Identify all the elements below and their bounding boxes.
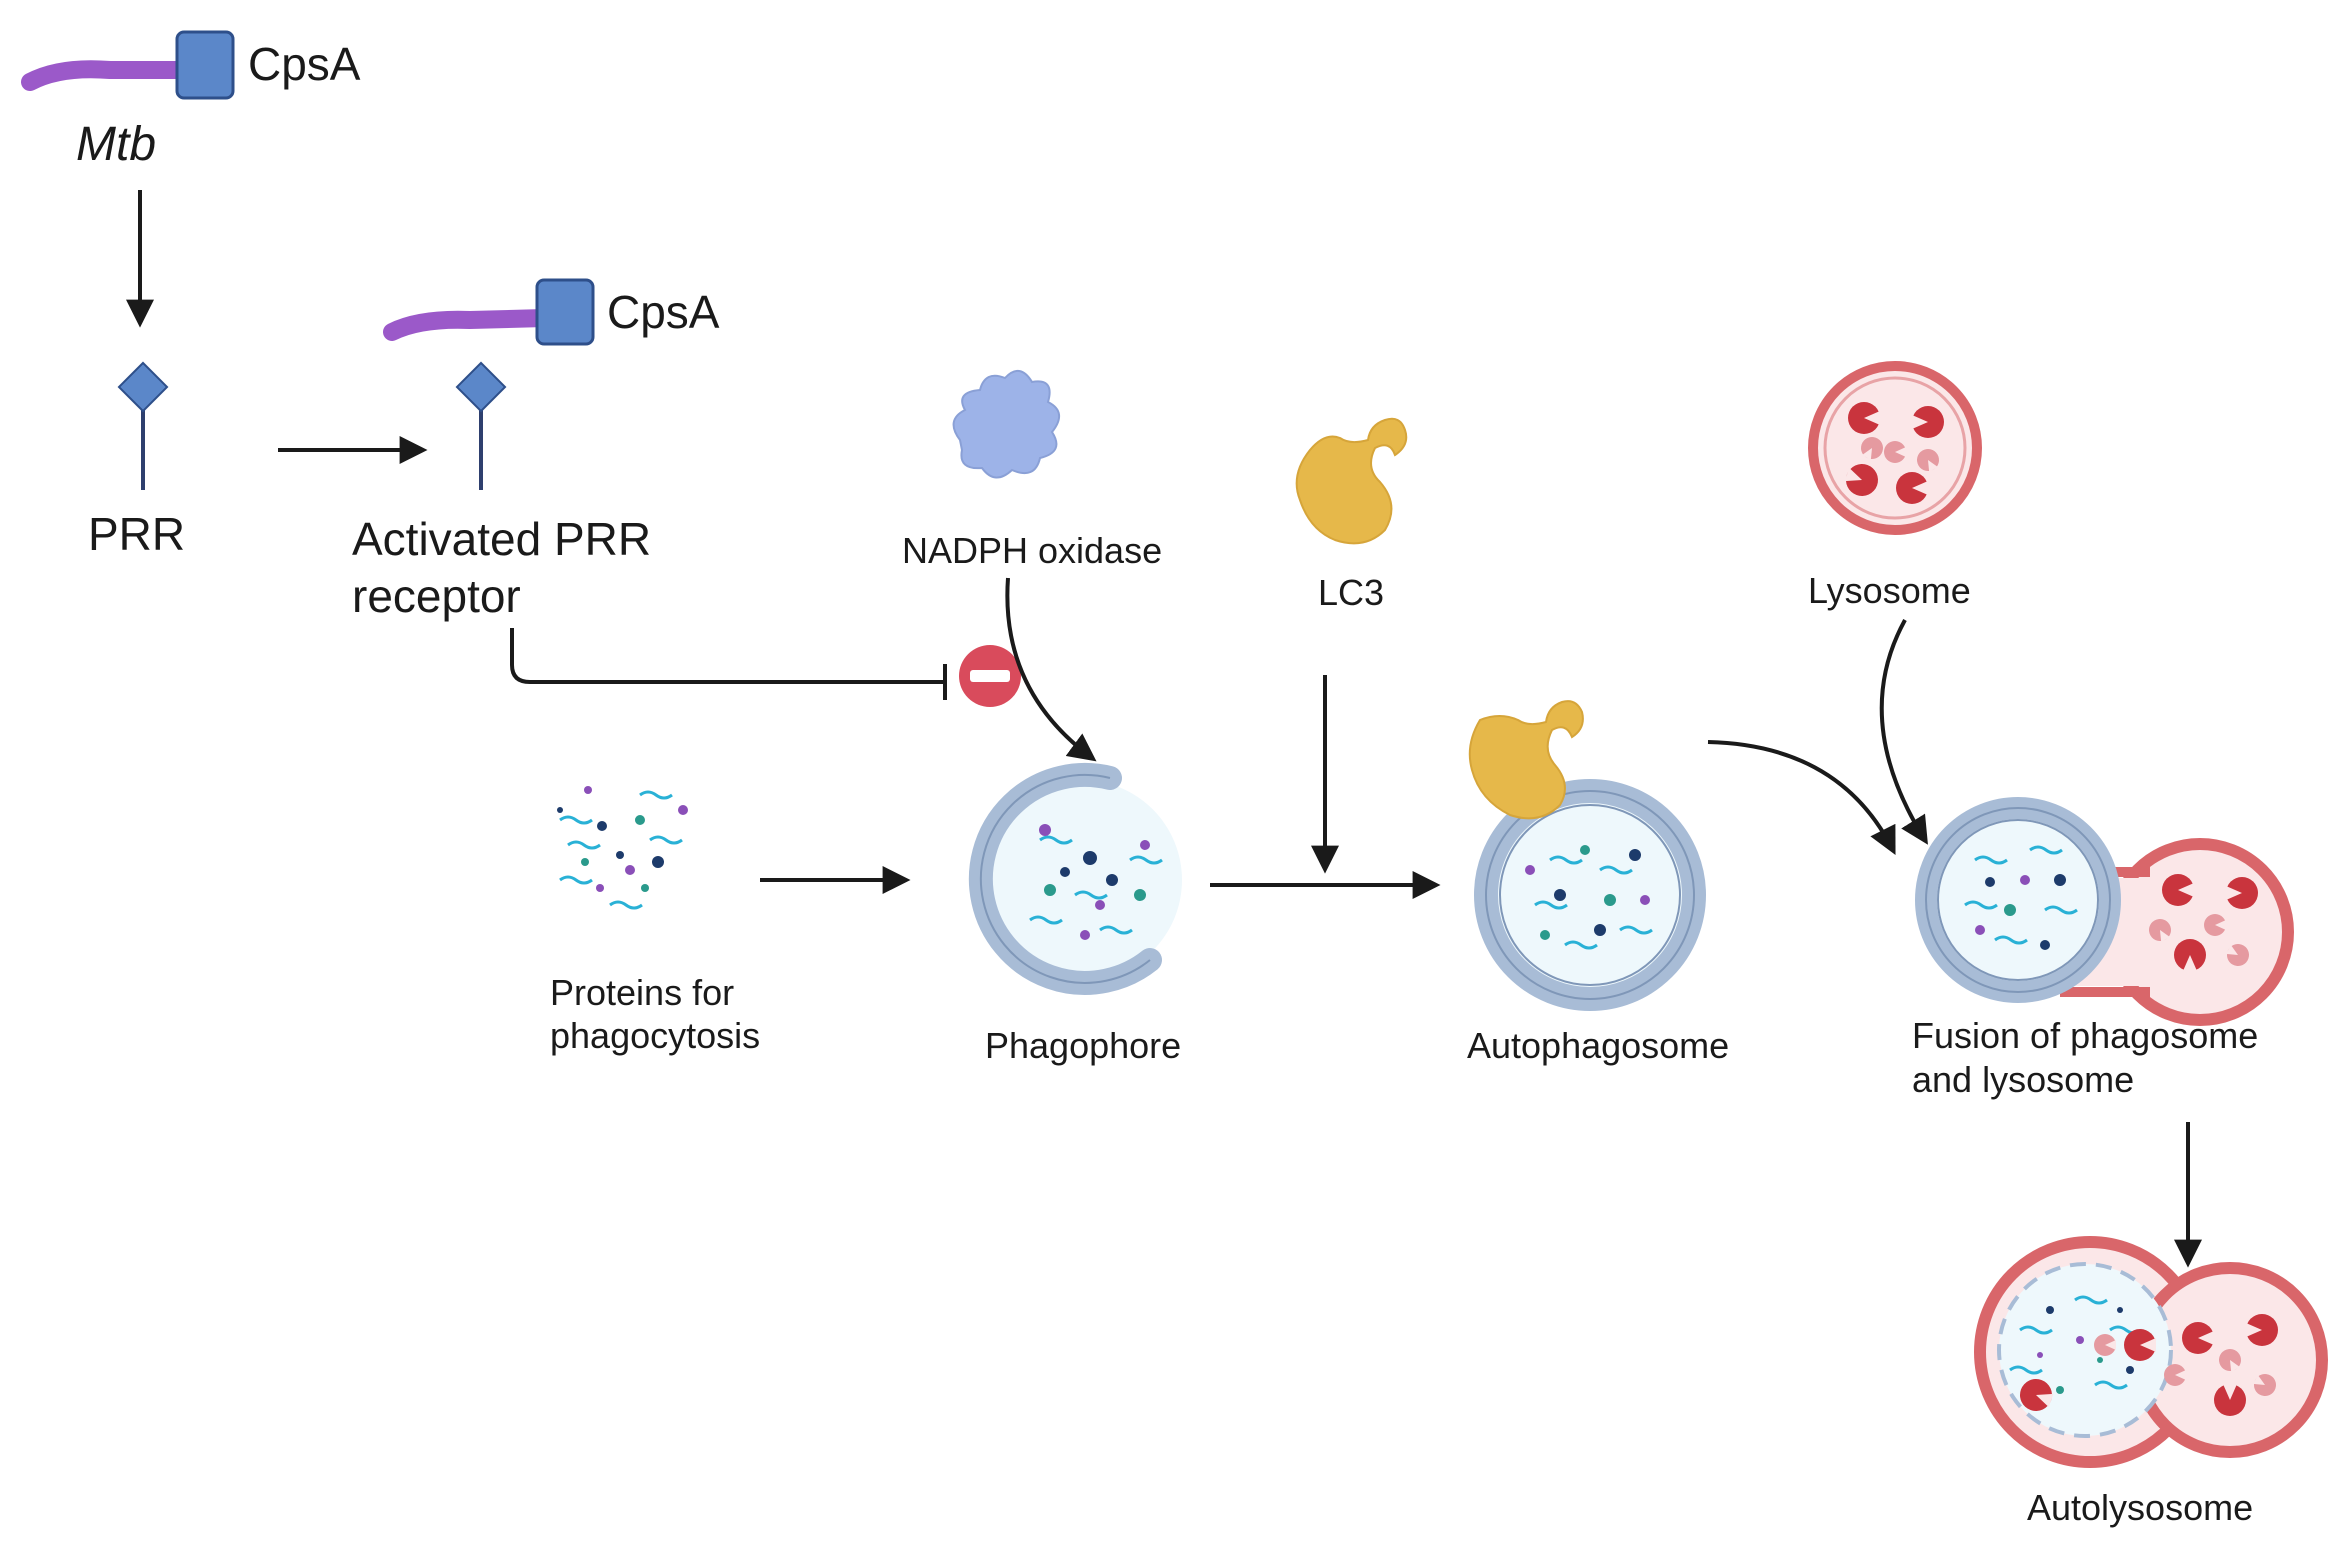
receptor-icon <box>117 361 169 413</box>
cpsa-label-top: CpsA <box>248 38 361 90</box>
proteins-label-line1: Proteins for <box>550 972 734 1013</box>
cpsa-icon <box>175 30 235 100</box>
lc3-label: LC3 <box>1318 572 1384 613</box>
proteins-label-line2: phagocytosis <box>550 1015 760 1056</box>
receptor-icon-activated <box>455 361 507 413</box>
arrow-nadph-to-phagophore <box>1005 577 1097 762</box>
autophagosome: Autophagosome <box>1467 700 1729 1066</box>
lc3-protein-icon <box>1295 417 1408 545</box>
fusion-vesicle: Fusion of phagosome and lysosome <box>1912 797 2294 1100</box>
autophagosome-icon <box>1474 779 1706 1011</box>
cpsa-label-mid: CpsA <box>607 286 720 338</box>
autophagosome-label: Autophagosome <box>1467 1025 1729 1066</box>
proteins-cluster: Proteins for phagocytosis <box>550 786 760 1056</box>
cpsa-icon-bound <box>535 278 595 346</box>
prr-label: PRR <box>88 508 185 560</box>
mtb-label: Mtb <box>76 118 156 171</box>
nadph-oxidase-icon <box>952 370 1060 479</box>
inhibition-line <box>510 628 945 684</box>
autolysosome-label: Autolysosome <box>2027 1487 2253 1528</box>
nadph-oxidase: NADPH oxidase <box>902 370 1162 571</box>
bacterium-icon-bound <box>383 309 554 341</box>
bacterium-icon <box>21 60 194 91</box>
mtb-bacterium-top: CpsA Mtb <box>21 30 361 171</box>
lc3: LC3 <box>1295 417 1408 613</box>
lc3-bound-icon <box>1468 700 1584 820</box>
fusion-label-line1: Fusion of phagosome <box>1912 1015 2258 1056</box>
lysosome-top: Lysosome <box>1808 361 1982 611</box>
arrow-lysosome-to-fusion <box>1879 619 1928 845</box>
activated-prr-receptor: CpsA Activated PRR receptor <box>352 278 720 622</box>
lysosome-label: Lysosome <box>1808 570 1971 611</box>
fusion-label-line2: and lysosome <box>1912 1059 2134 1100</box>
nadph-label: NADPH oxidase <box>902 530 1162 571</box>
activated-prr-label-line1: Activated PRR <box>352 513 651 565</box>
phagophore-label: Phagophore <box>985 1025 1181 1066</box>
autolysosome: Autolysosome <box>1974 1236 2328 1528</box>
activated-prr-label-line2: receptor <box>352 570 521 622</box>
arrow-autophagosome-to-fusion <box>1707 740 1896 855</box>
inhibition-icon <box>959 645 1021 707</box>
prr-receptor: PRR <box>88 361 185 560</box>
phagophore: Phagophore <box>968 762 1182 1066</box>
